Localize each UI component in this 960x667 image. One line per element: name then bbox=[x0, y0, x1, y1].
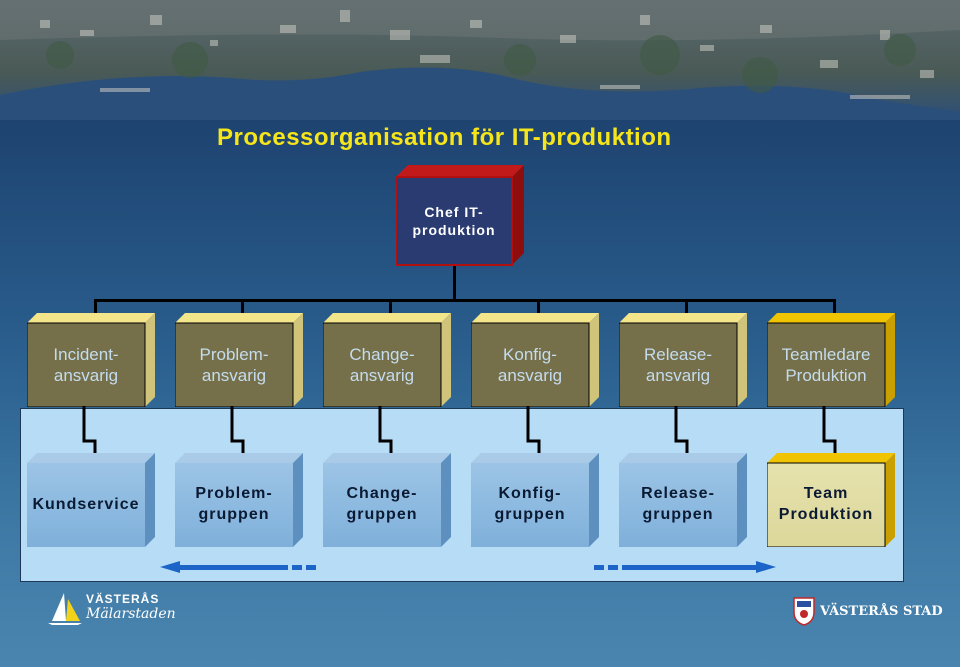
connector-role-3 bbox=[389, 299, 392, 323]
role-label: Problem- ansvarig bbox=[199, 344, 269, 385]
group-label: Release- gruppen bbox=[641, 485, 715, 523]
group-box-shape bbox=[27, 453, 155, 547]
chef-box-shape bbox=[396, 165, 524, 266]
role-box-shape bbox=[27, 313, 155, 407]
group-box-team: Team Produktion bbox=[767, 453, 895, 547]
group-box: Problem- gruppen bbox=[175, 453, 303, 547]
role-box-shape bbox=[767, 313, 895, 407]
sail-icon bbox=[48, 593, 82, 625]
group-box: Release- gruppen bbox=[619, 453, 747, 547]
page-title: Processorganisation för IT-produktion bbox=[217, 124, 672, 151]
connector-chef-down bbox=[453, 266, 456, 302]
connector-group-3 bbox=[378, 406, 393, 455]
role-label: Incident- ansvarig bbox=[53, 344, 119, 385]
group-box-shape bbox=[323, 453, 451, 547]
group-label: Problem- gruppen bbox=[195, 485, 273, 523]
vasteras-malarstaden-logo: VÄSTERÅS Mälarstaden bbox=[44, 589, 184, 629]
vasteras-stad-logo: VÄSTERÅS STAD bbox=[792, 596, 943, 630]
arrow-right-dash-2 bbox=[608, 565, 618, 570]
arrow-right-shaft bbox=[622, 565, 756, 570]
role-box-shape bbox=[175, 313, 303, 407]
role-box-team: Teamledare Produktion bbox=[767, 313, 895, 407]
groups-panel bbox=[20, 408, 904, 582]
chef-label: Chef IT- produktion bbox=[412, 203, 496, 238]
role-label: Release- ansvarig bbox=[643, 344, 713, 385]
group-box: Konfig- gruppen bbox=[471, 453, 599, 547]
connector-group-5 bbox=[674, 406, 689, 455]
arrow-left-shaft bbox=[180, 565, 288, 570]
role-box-shape bbox=[619, 313, 747, 407]
connector-horizontal bbox=[94, 299, 836, 302]
group-box-shape bbox=[619, 453, 747, 547]
role-label: Change- ansvarig bbox=[349, 344, 415, 385]
connector-role-2 bbox=[241, 299, 244, 323]
arrow-left-dash-2 bbox=[306, 565, 316, 570]
connector-group-6 bbox=[822, 406, 837, 455]
group-label: Kundservice bbox=[32, 495, 140, 513]
role-box-shape bbox=[471, 313, 599, 407]
logo-left-line1: VÄSTERÅS bbox=[86, 592, 160, 606]
group-box-shape bbox=[175, 453, 303, 547]
role-box: Release- ansvarig bbox=[619, 313, 747, 407]
arrow-right-head bbox=[756, 561, 776, 573]
connector-group-4 bbox=[526, 406, 541, 455]
chef-box: Chef IT- produktion bbox=[396, 165, 524, 267]
group-box: Kundservice bbox=[27, 453, 155, 547]
connector-role-6 bbox=[833, 299, 836, 323]
arrow-left-head bbox=[160, 561, 180, 573]
role-box: Change- ansvarig bbox=[323, 313, 451, 407]
arrow-right-dash-1 bbox=[594, 565, 604, 570]
connector-group-1 bbox=[82, 406, 97, 455]
coat-of-arms-icon bbox=[793, 597, 815, 626]
group-label: Change- gruppen bbox=[346, 485, 418, 523]
connector-role-4 bbox=[537, 299, 540, 323]
connector-role-5 bbox=[685, 299, 688, 323]
connector-role-1 bbox=[94, 299, 97, 323]
role-label: Konfig- ansvarig bbox=[497, 344, 563, 385]
logo-left-line2: Mälarstaden bbox=[86, 606, 176, 622]
connector-group-2 bbox=[230, 406, 245, 455]
group-box-shape bbox=[471, 453, 599, 547]
role-box: Incident- ansvarig bbox=[27, 313, 155, 407]
group-box-shape bbox=[767, 453, 895, 547]
group-label: Konfig- gruppen bbox=[494, 485, 566, 523]
role-label: Teamledare Produktion bbox=[781, 344, 871, 385]
role-box: Problem- ansvarig bbox=[175, 313, 303, 407]
logo-right-text: VÄSTERÅS STAD bbox=[820, 604, 943, 619]
arrow-left-dash-1 bbox=[292, 565, 302, 570]
group-box: Change- gruppen bbox=[323, 453, 451, 547]
role-box-shape bbox=[323, 313, 451, 407]
group-label: Team Produktion bbox=[778, 485, 874, 523]
role-box: Konfig- ansvarig bbox=[471, 313, 599, 407]
city-photo bbox=[0, 0, 960, 120]
